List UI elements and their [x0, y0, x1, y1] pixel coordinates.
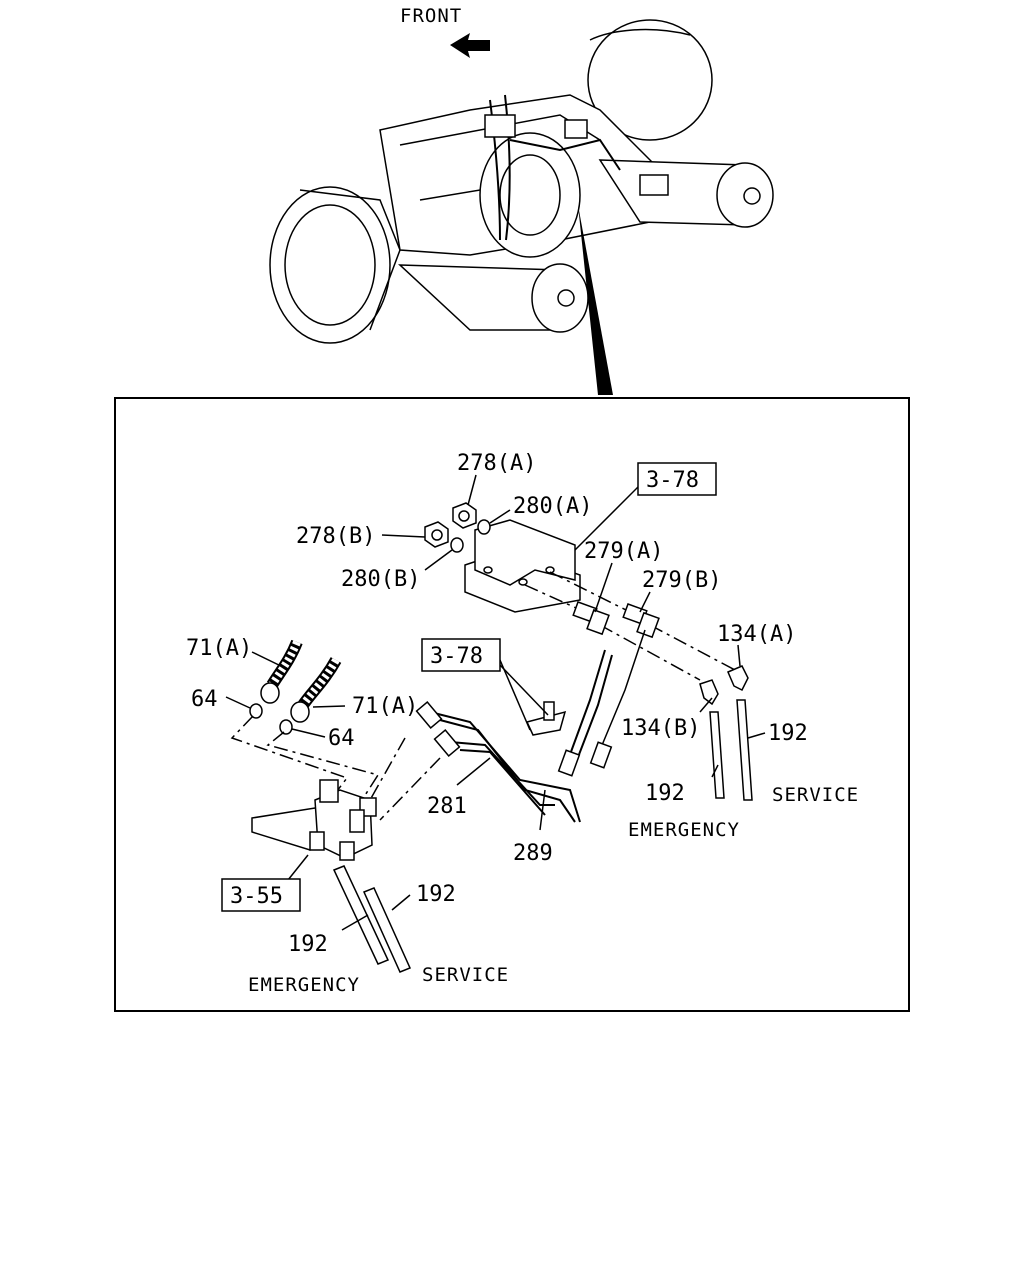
ref-box-3-78-mid[interactable]: 3-78 [421, 638, 501, 672]
washer-280a [477, 519, 491, 535]
label-278b: 278(B) [296, 524, 375, 549]
nut-278b [424, 521, 449, 548]
label-192-emergency-right: 192 [645, 781, 685, 806]
front-arrow-icon [450, 33, 490, 58]
label-279b: 279(B) [642, 568, 721, 593]
emergency-label-left: EMERGENCY [248, 974, 360, 996]
elbow-134b [699, 679, 719, 706]
label-64-top: 64 [191, 687, 218, 712]
elbow-134a [727, 665, 749, 692]
ref-box-3-55[interactable]: 3-55 [221, 878, 301, 912]
label-281: 281 [427, 794, 467, 819]
label-192-service-right: 192 [768, 721, 808, 746]
detail-frame [114, 397, 910, 1012]
service-label-right: SERVICE [772, 784, 859, 806]
label-64-mid: 64 [328, 726, 355, 751]
hose-192-service-left [362, 887, 412, 973]
label-71a-mid: 71(A) [352, 694, 418, 719]
emergency-label-right: EMERGENCY [628, 819, 740, 841]
front-label: FRONT [400, 5, 462, 27]
label-134b: 134(B) [621, 716, 700, 741]
leader-lines [225, 474, 766, 931]
label-192-emergency-left: 192 [288, 932, 328, 957]
washer-280b [450, 537, 464, 553]
connector-279a [572, 601, 610, 636]
oring-64-b [279, 719, 293, 735]
nut-278a [452, 502, 477, 529]
ref-box-3-78-top[interactable]: 3-78 [637, 462, 717, 496]
bracket-assembly [424, 502, 753, 801]
label-278a: 278(A) [457, 451, 536, 476]
label-134a: 134(A) [717, 622, 796, 647]
line-type-labels: SERVICE EMERGENCY SERVICE EMERGENCY [248, 784, 859, 996]
label-279a: 279(A) [584, 539, 663, 564]
label-192-service-left: 192 [416, 882, 456, 907]
label-280b: 280(B) [341, 567, 420, 592]
hose-192-service-right [736, 699, 753, 801]
svg-text:3-78: 3-78 [646, 468, 699, 493]
oring-64-a [249, 703, 263, 719]
label-71a-top: 71(A) [186, 636, 252, 661]
part-labels: 278(A) 278(B) 280(A) 280(B) 279(A) 279(B… [186, 451, 808, 957]
service-label-left: SERVICE [422, 964, 509, 986]
label-289: 289 [513, 841, 553, 866]
svg-text:3-55: 3-55 [230, 884, 283, 909]
pipe-assembly [415, 629, 646, 823]
rear-axle-illustration: FRONT [269, 5, 774, 395]
valve-assembly [251, 779, 412, 973]
hose-192-emergency-left [332, 865, 390, 965]
label-280a: 280(A) [513, 494, 592, 519]
svg-text:3-78: 3-78 [430, 644, 483, 669]
detail-pointer [578, 205, 613, 395]
hose-192-emergency-right [709, 711, 725, 799]
